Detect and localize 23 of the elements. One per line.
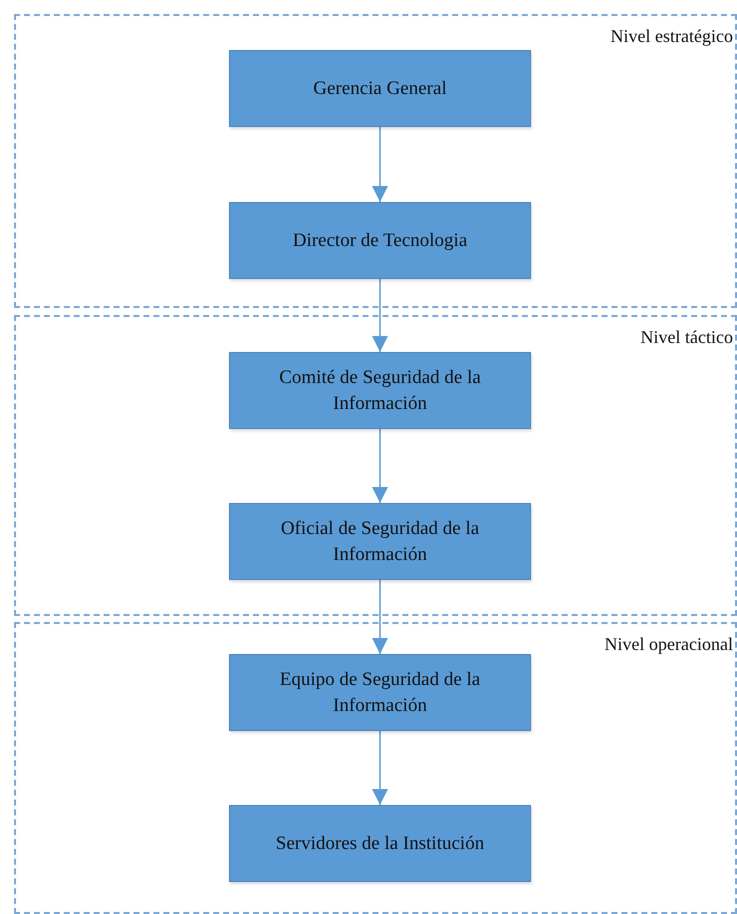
box-label: Comité de Seguridad de la Información xyxy=(278,366,482,416)
box-label: Director de Tecnologia xyxy=(292,228,468,253)
process-box xyxy=(229,202,531,279)
arrow xyxy=(372,127,388,202)
level-title: Nivel estratégico xyxy=(610,26,733,47)
dashed-level-frame xyxy=(14,14,737,308)
level-title: Nivel operacional xyxy=(604,634,733,655)
arrow xyxy=(372,429,388,503)
level-title: Nivel táctico xyxy=(640,327,733,348)
arrow xyxy=(372,580,388,654)
process-box xyxy=(229,805,531,882)
box-label: Servidores de la Institución xyxy=(276,832,484,856)
dashed-level-frame xyxy=(14,315,737,616)
dashed-level-frame xyxy=(14,622,737,914)
arrow xyxy=(372,731,388,805)
process-box xyxy=(229,50,531,127)
box-label: Oficial de Seguridad de la Información xyxy=(280,516,480,566)
process-box xyxy=(229,503,531,580)
box-label: Gerencia General xyxy=(313,76,447,101)
process-box xyxy=(229,654,531,731)
arrow xyxy=(372,279,388,352)
process-box xyxy=(229,352,531,429)
box-label: Equipo de Seguridad de la Información xyxy=(278,668,482,718)
